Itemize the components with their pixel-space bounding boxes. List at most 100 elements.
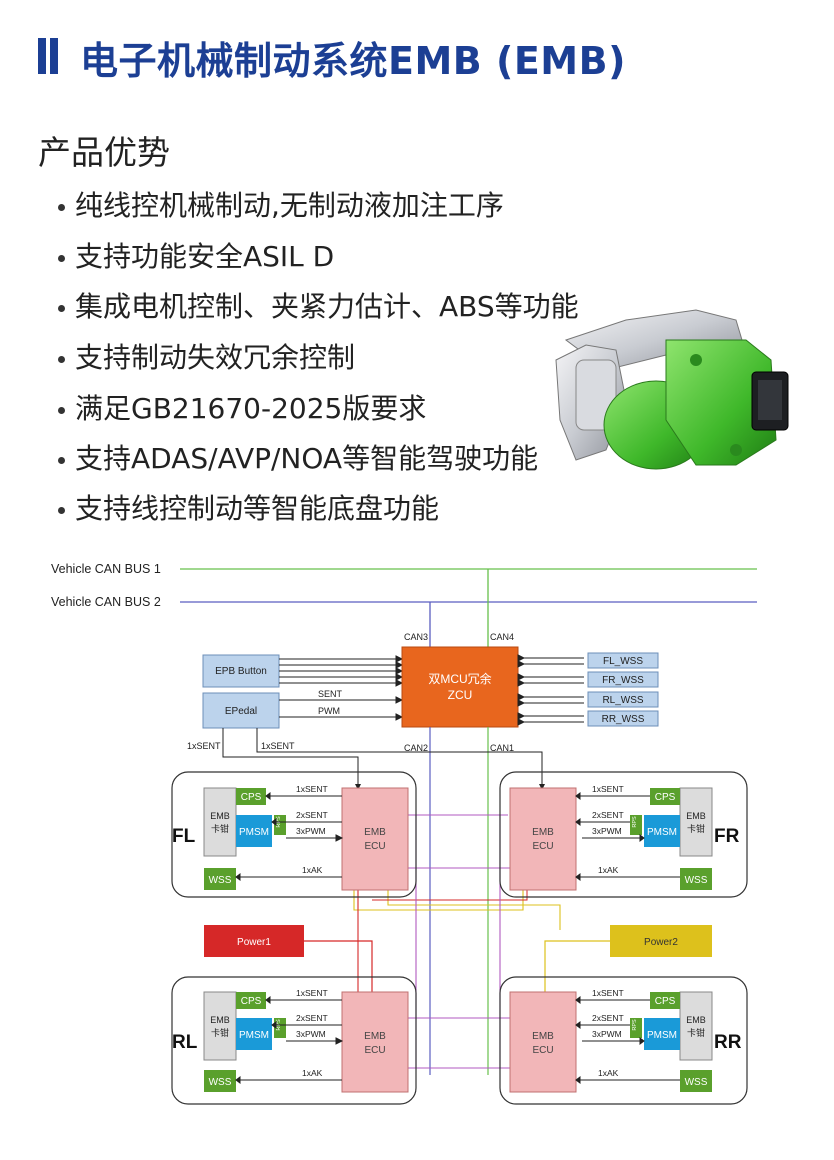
rr-wss-sensor — [680, 1070, 712, 1092]
rl-ecu-label-1: EMB — [364, 1031, 386, 1042]
bullet-icon — [58, 456, 65, 464]
rl-pwm-label: 3xPWM — [296, 1029, 326, 1039]
fr-caliper-label: 卡钳 — [687, 823, 705, 834]
rl-cps-box — [236, 992, 266, 1009]
fl-wss-sensor-label: WSS — [209, 875, 232, 886]
emb-architecture-diagram: Vehicle CAN BUS 1 Vehicle CAN BUS 2 CAN3… — [51, 562, 757, 1105]
feature-item: 支持功能安全ASIL D — [58, 235, 334, 275]
rr-wss-sensor-label: WSS — [685, 1077, 708, 1088]
fr-rps-label: RPS — [632, 816, 638, 828]
pedal-sent-label-left: 1xSENT — [187, 741, 221, 751]
fl-wss-box — [587, 652, 659, 669]
rr-caliper-label: 卡钳 — [687, 1027, 705, 1038]
can2-label: CAN2 — [404, 743, 428, 753]
fr-cps-sent-label: 1xSENT — [592, 784, 624, 794]
rr-ecu-label-1: EMB — [532, 1031, 554, 1042]
rl-ecu-label-2: ECU — [364, 1045, 385, 1056]
power2-label: Power2 — [644, 937, 678, 948]
fl-emb-label: EMB — [210, 811, 230, 821]
emb-caliper-image — [555, 309, 789, 470]
rr-wss-label: RR_WSS — [602, 714, 645, 725]
rr-cps-label: CPS — [655, 996, 676, 1007]
feature-text: 满足GB21670-2025版要求 — [75, 392, 427, 425]
feature-item: 纯线控机械制动,无制动液加注工序 — [58, 184, 504, 224]
rr-emb-caliper — [679, 991, 713, 1061]
rr-pmsm-box — [644, 1018, 680, 1050]
rr-rps-box — [630, 1018, 642, 1038]
fl-emb-caliper — [203, 787, 237, 857]
fl-ecu-label-2: ECU — [364, 841, 385, 852]
rl-pmsm-box — [236, 1018, 272, 1050]
rr-cps-box — [650, 992, 680, 1009]
fr-wss-sensor — [680, 868, 712, 890]
feature-text: 支持功能安全ASIL D — [75, 240, 335, 273]
fr-ecu-label-2: ECU — [532, 841, 553, 852]
fl-ecu-box — [341, 787, 409, 891]
rr-pmsm-label: PMSM — [647, 1030, 677, 1041]
feature-item: 支持ADAS/AVP/NOA等智能驾驶功能 — [58, 437, 538, 477]
rl-wss-label: RL_WSS — [602, 695, 643, 706]
feature-text: 支持ADAS/AVP/NOA等智能驾驶功能 — [75, 442, 539, 475]
epedal-box — [202, 692, 280, 729]
fl-wss-sensor — [204, 868, 236, 890]
epb-button-label: EPB Button — [215, 666, 267, 677]
page-title: 电子机械制动系统EMB (EMB) — [80, 39, 626, 83]
title-marker — [38, 38, 46, 74]
fr-emb-label: EMB — [686, 811, 706, 821]
fr-emb-caliper — [679, 787, 713, 857]
feature-item: 支持线控制动等智能底盘功能 — [58, 487, 439, 527]
bullet-icon — [58, 406, 65, 414]
rr-wss-box — [587, 710, 659, 727]
rr-ecu-box — [509, 991, 577, 1093]
can4-label: CAN4 — [490, 632, 514, 642]
feature-text: 集成电机控制、夹紧力估计、ABS等功能 — [75, 290, 579, 323]
zcu-label-line2: ZCU — [448, 688, 473, 702]
rl-rps-sent-label: 2xSENT — [296, 1013, 328, 1023]
rr-module-frame — [499, 976, 748, 1105]
fl-wss-label: FL_WSS — [603, 656, 643, 667]
fr-label: FR — [714, 826, 740, 847]
rr-rps-sent-label: 2xSENT — [592, 1013, 624, 1023]
feature-item: 支持制动失效冗余控制 — [58, 336, 355, 376]
bullet-icon — [58, 254, 65, 262]
pedal-sent-label-right: 1xSENT — [261, 741, 295, 751]
rr-label: RR — [714, 1032, 742, 1053]
fr-ak-label: 1xAK — [598, 865, 619, 875]
bullet-icon — [58, 203, 65, 211]
fl-caliper-label: 卡钳 — [211, 823, 229, 834]
epedal-label: EPedal — [225, 706, 257, 717]
bullet-icon — [58, 304, 65, 312]
feature-text: 支持制动失效冗余控制 — [75, 341, 356, 374]
fr-wss-label: FR_WSS — [602, 675, 644, 686]
feature-item: 满足GB21670-2025版要求 — [58, 387, 426, 427]
fr-ecu-box — [509, 787, 577, 891]
can3-label: CAN3 — [404, 632, 428, 642]
feature-text: 支持线控制动等智能底盘功能 — [75, 492, 440, 525]
fr-rps-sent-label: 2xSENT — [592, 810, 624, 820]
fl-pmsm-box — [236, 815, 272, 847]
zcu-label-line1: 双MCU冗余 — [428, 671, 491, 686]
title-marker — [50, 38, 58, 74]
sent-label: SENT — [318, 689, 343, 699]
rl-wss-box — [587, 691, 659, 708]
pwm-label: PWM — [318, 706, 340, 716]
fr-module-frame — [499, 771, 748, 898]
can-bus-2-label: Vehicle CAN BUS 2 — [51, 595, 161, 609]
rl-label: RL — [172, 1032, 198, 1053]
rl-emb-label: EMB — [210, 1015, 230, 1025]
section-subtitle: 产品优势 — [38, 133, 170, 172]
feature-item: 集成电机控制、夹紧力估计、ABS等功能 — [58, 285, 579, 325]
fr-cps-box — [650, 788, 680, 805]
fr-pwm-label: 3xPWM — [592, 826, 622, 836]
rl-emb-caliper — [203, 991, 237, 1061]
fl-cps-sent-label: 1xSENT — [296, 784, 328, 794]
fl-cps-box — [236, 788, 266, 805]
fr-wss-sensor-label: WSS — [685, 875, 708, 886]
feature-text: 纯线控机械制动,无制动液加注工序 — [75, 189, 504, 222]
fr-wss-box — [587, 671, 659, 688]
rr-emb-label: EMB — [686, 1015, 706, 1025]
power2-box — [610, 925, 712, 957]
fr-pmsm-box — [644, 815, 680, 847]
can1-label: CAN1 — [490, 743, 514, 753]
power1-box — [204, 925, 304, 957]
